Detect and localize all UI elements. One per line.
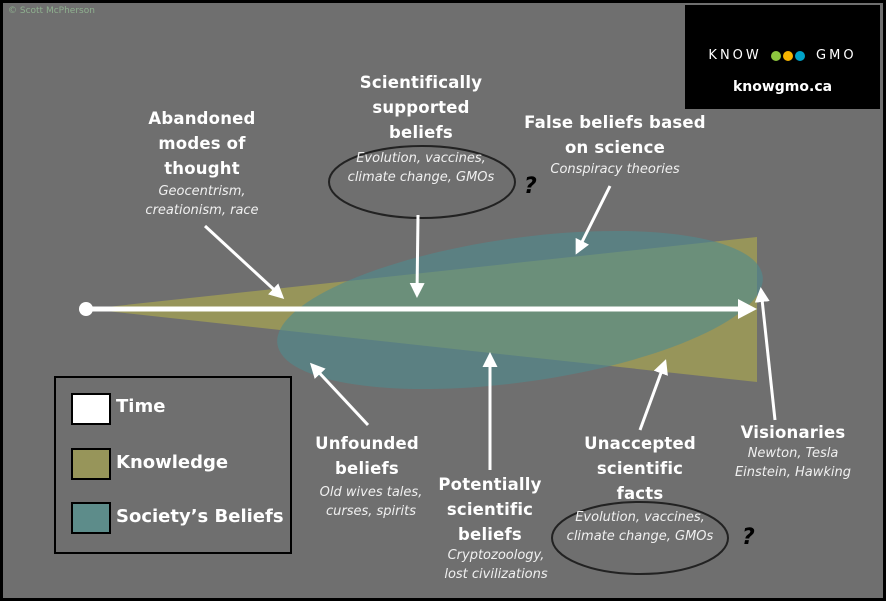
label-abandoned-title: Abandoned modes of thought	[148, 109, 256, 178]
label-visionaries-title: Visionaries	[740, 423, 846, 442]
pointer-unfounded	[309, 362, 370, 427]
label-unaccepted-examples: Evolution, vaccines, climate change, GMO…	[566, 510, 714, 544]
logo-word-right: GMO	[816, 48, 857, 63]
supported-examples-oval	[328, 145, 516, 219]
pointer-abandoned	[203, 224, 285, 300]
logo-wordmark: KNOW GMO	[685, 48, 880, 63]
time-arrowhead	[738, 299, 757, 319]
logo-dots-icon	[770, 50, 807, 61]
label-unfounded-title: Unfounded beliefs	[315, 434, 419, 478]
label-potential-examples: Cryptozoology, lost civilizations	[444, 548, 548, 582]
logo-url[interactable]: knowgmo.ca	[732, 79, 833, 95]
legend-label-beliefs: Society’s Beliefs	[116, 506, 284, 527]
legend-label-time: Time	[116, 396, 166, 417]
legend: Time Knowledge Society’s Beliefs	[54, 376, 292, 554]
pointer-supported	[409, 214, 425, 298]
label-false-beliefs-examples: Conspiracy theories	[550, 162, 680, 177]
legend-swatch-time	[71, 393, 111, 425]
copyright-text: © Scott McPherson	[8, 6, 95, 16]
pointer-visionaries	[754, 287, 777, 421]
logo-word-left: KNOW	[708, 48, 762, 63]
legend-swatch-beliefs	[71, 502, 111, 534]
knowgmo-logo[interactable]: KNOW GMO knowgmo.ca	[685, 5, 880, 109]
question-mark-unaccepted: ?	[742, 525, 755, 550]
unaccepted-examples-oval	[551, 501, 729, 575]
label-unfounded-examples: Old wives tales, curses, spirits	[319, 485, 423, 519]
time-start-dot	[79, 302, 93, 316]
label-supported-examples: Evolution, vaccines, climate change, GMO…	[347, 151, 495, 185]
label-false-beliefs-title: False beliefs based on science	[524, 113, 706, 157]
label-potential-title: Potentially scientific beliefs	[438, 475, 542, 544]
label-supported-title: Scientifically supported beliefs	[359, 73, 483, 142]
pointer-false-beliefs	[575, 185, 612, 255]
label-visionaries-examples: Newton, Tesla Einstein, Hawking	[734, 446, 852, 480]
pointer-unaccepted	[638, 359, 668, 431]
legend-label-knowledge: Knowledge	[116, 452, 229, 473]
label-unaccepted-title: Unaccepted scientific facts	[584, 434, 696, 503]
legend-swatch-knowledge	[71, 448, 111, 480]
question-mark-supported: ?	[524, 174, 537, 199]
label-abandoned-examples: Geocentrism, creationism, race	[145, 184, 259, 218]
